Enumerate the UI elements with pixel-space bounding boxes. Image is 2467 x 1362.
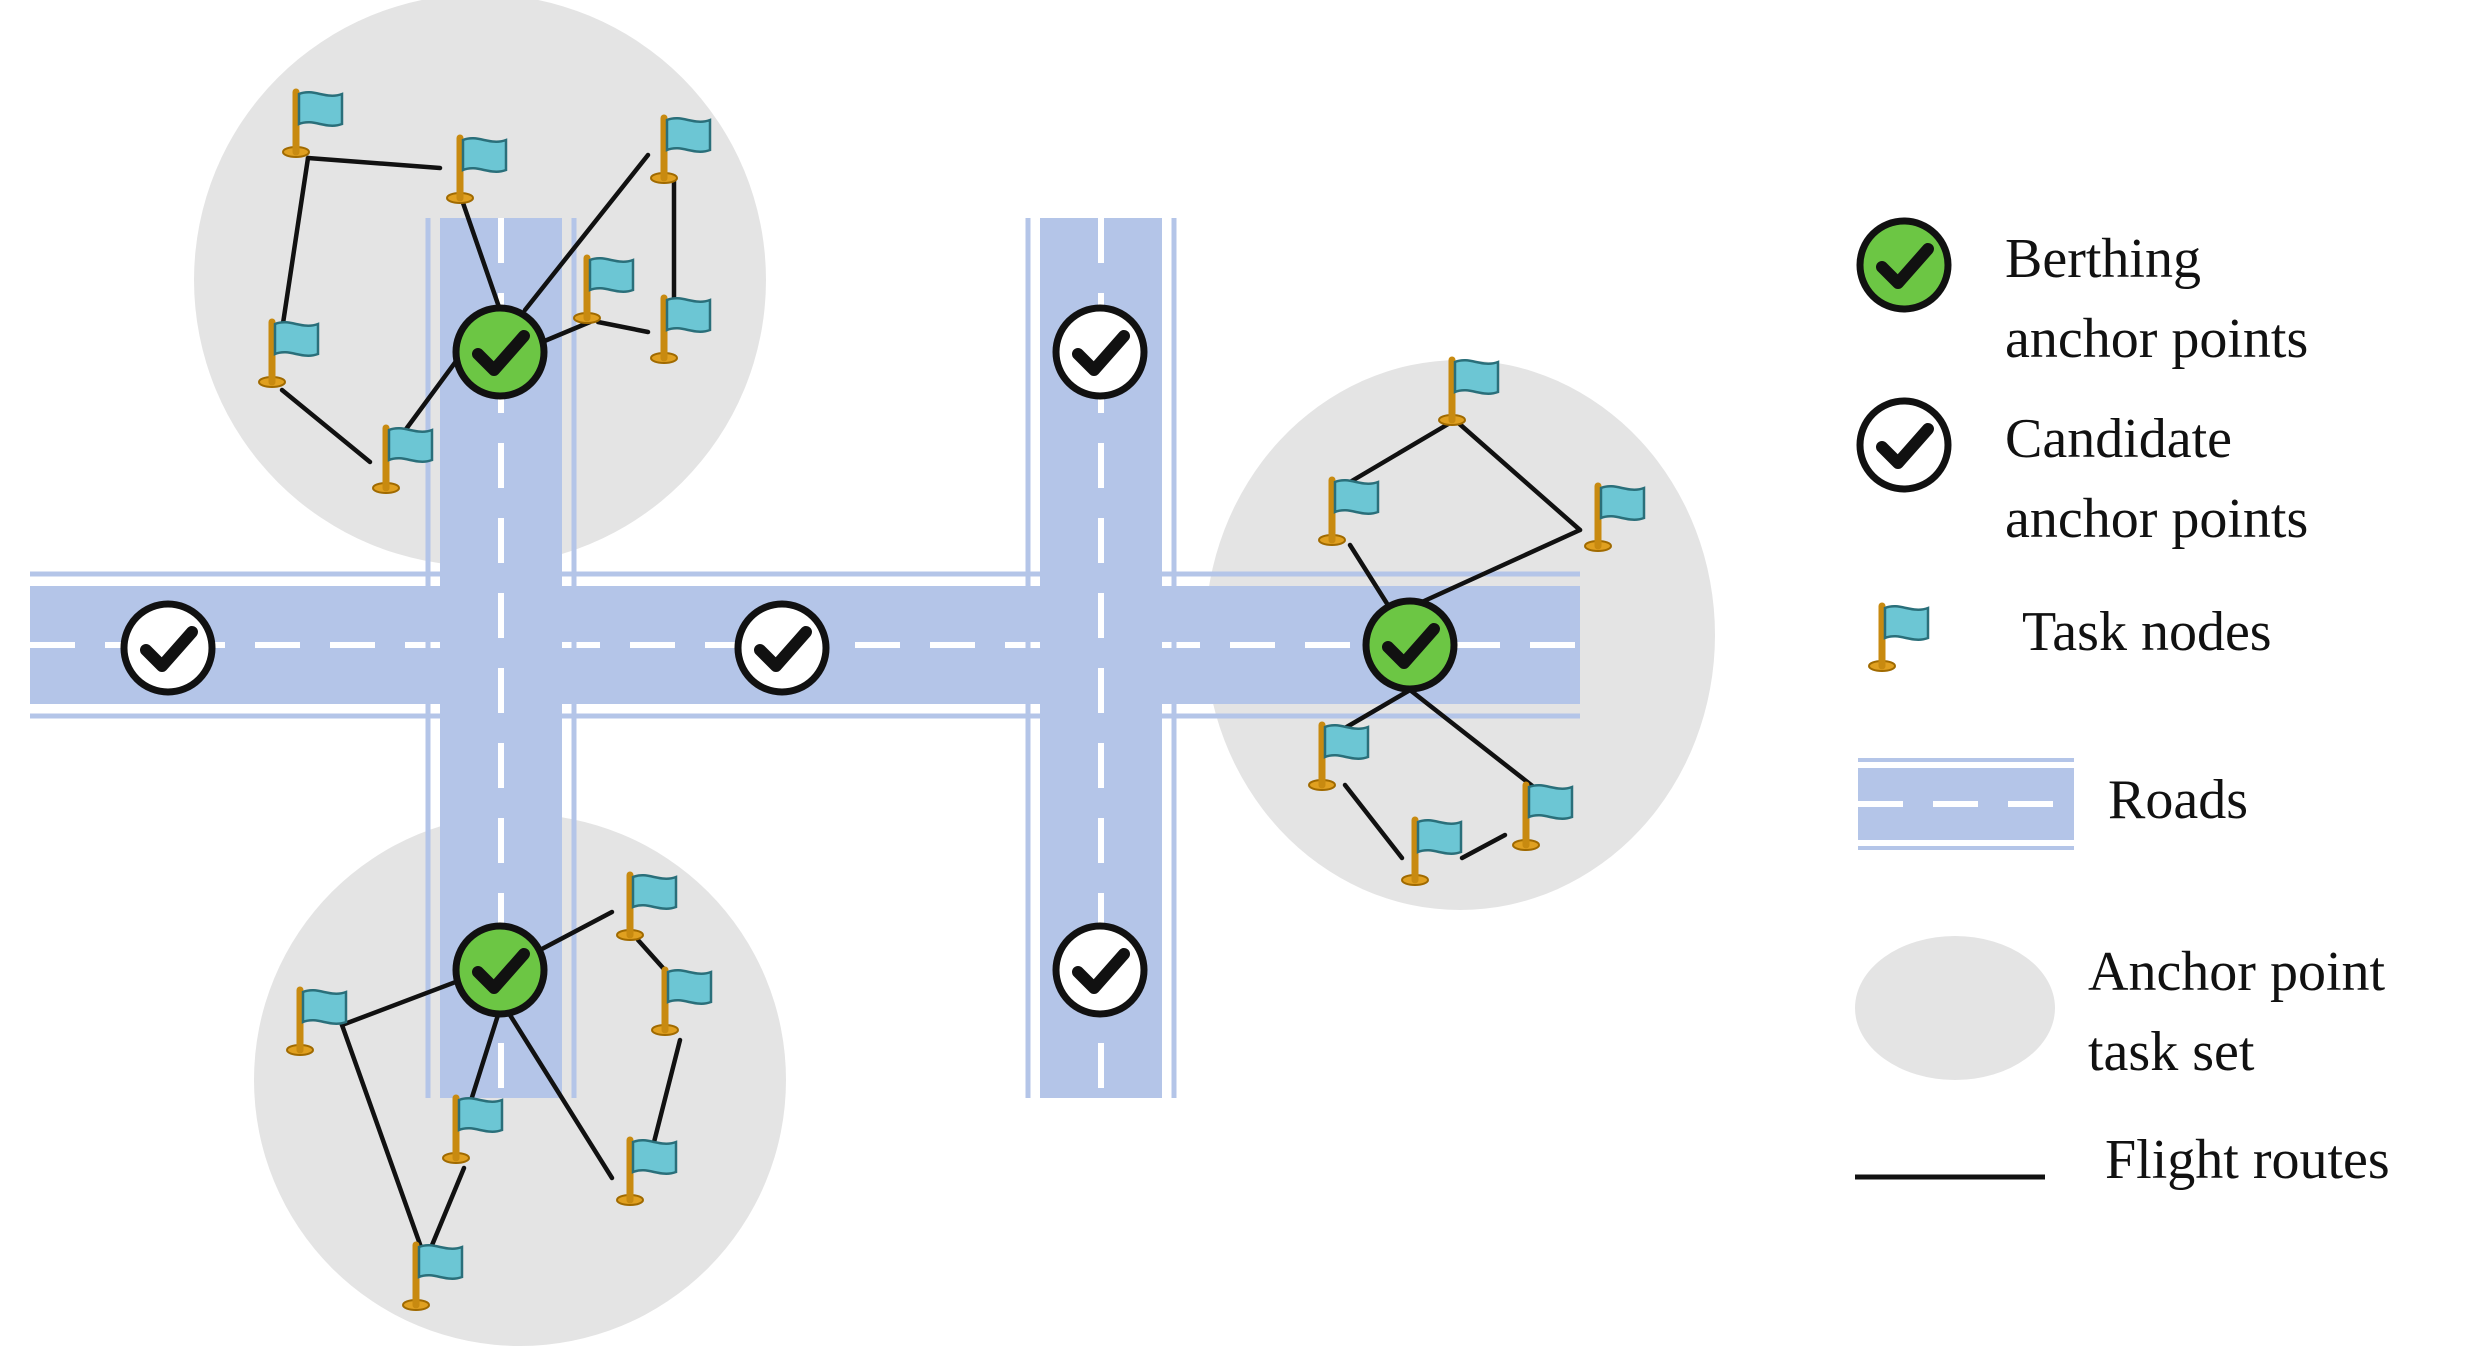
- legend-candidate-label-2: anchor points: [2005, 488, 2308, 550]
- legend-berthing-label-2: anchor points: [2005, 308, 2308, 370]
- legend-task-set-label-1: Anchor point: [2088, 941, 2386, 1003]
- candidate-anchor-icon: [1056, 308, 1144, 396]
- legend-task-set-label-2: task set: [2088, 1021, 2255, 1083]
- legend-flag-icon: [1869, 606, 1928, 671]
- candidate-anchor-icon: [124, 604, 212, 692]
- candidate-anchor-icon: [1056, 926, 1144, 1014]
- legend-roads-label: Roads: [2108, 769, 2248, 831]
- berthing-anchor-icon: [1366, 601, 1454, 689]
- legend-candidate-icon: [1860, 401, 1948, 489]
- legend-berthing-label-1: Berthing: [2005, 228, 2201, 290]
- legend-berthing-icon: [1860, 221, 1948, 309]
- legend-task-nodes-label: Task nodes: [2022, 601, 2272, 663]
- berthing-anchor-icon: [456, 926, 544, 1014]
- berthing-anchor-icon: [456, 308, 544, 396]
- legend-task-set-icon: [1855, 936, 2055, 1080]
- legend-candidate-label-1: Candidate: [2005, 408, 2232, 470]
- legend: Berthing anchor points Candidate anchor …: [1855, 221, 2390, 1191]
- candidate-anchor-icon: [738, 604, 826, 692]
- legend-routes-label: Flight routes: [2105, 1129, 2390, 1191]
- flight-routes: [279, 152, 1583, 1253]
